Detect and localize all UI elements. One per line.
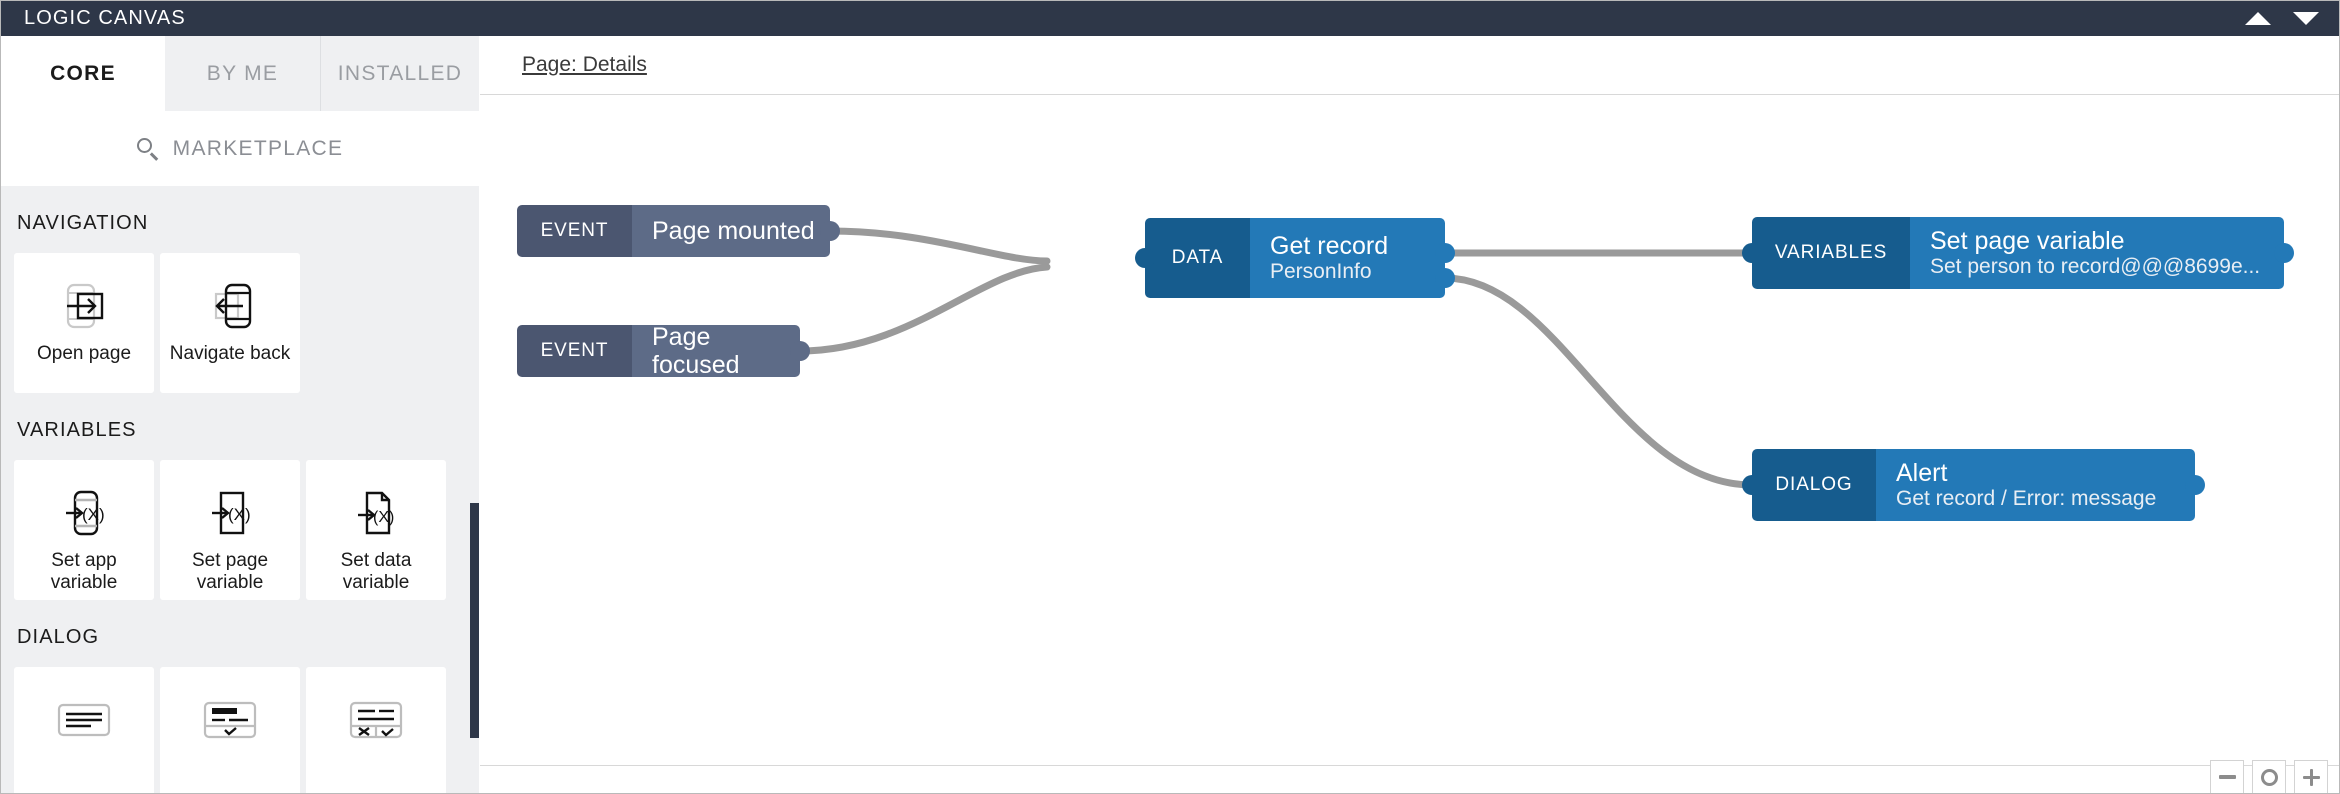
- palette-card-label: Open page: [36, 343, 132, 364]
- palette-card-set-page-variable[interactable]: (X) Set page variable: [160, 460, 300, 600]
- node-kind-badge: DATA: [1145, 218, 1250, 298]
- output-port[interactable]: [2274, 243, 2294, 263]
- title-bar: LOGIC CANVAS: [1, 1, 2339, 36]
- palette-card-set-app-variable[interactable]: (X) Set app variable: [14, 460, 154, 600]
- output-port[interactable]: [2185, 475, 2205, 495]
- triangle-up-icon[interactable]: [2245, 12, 2271, 25]
- node-body: Set page variable Set person to record@@…: [1910, 217, 2284, 289]
- minus-icon: [2218, 775, 2236, 779]
- confirm-icon: [343, 689, 409, 751]
- input-port[interactable]: [1742, 243, 1762, 263]
- palette-card-label: Set data variable: [340, 550, 412, 593]
- breadcrumb-bar: Page: Details: [480, 36, 2339, 95]
- palette-card-set-data-variable[interactable]: (X) Set data variable: [306, 460, 446, 600]
- tab-installed[interactable]: INSTALLED: [321, 36, 479, 111]
- palette-card-toast[interactable]: [14, 667, 154, 793]
- canvas-panel: Page: Details EVENT Page mounted: [480, 36, 2339, 793]
- svg-text:(X): (X): [82, 505, 105, 524]
- node-body: Page mounted: [632, 205, 830, 257]
- set-data-variable-icon: (X): [347, 482, 405, 544]
- search-icon: [136, 137, 159, 161]
- toast-icon: [51, 689, 117, 751]
- output-port-error[interactable]: [1435, 268, 1455, 288]
- node-kind-badge: EVENT: [517, 325, 632, 377]
- node-title: Set page variable: [1930, 226, 2125, 255]
- node-kind-badge: VARIABLES: [1752, 217, 1910, 289]
- tab-core[interactable]: CORE: [1, 36, 165, 111]
- palette-card-navigate-back[interactable]: Navigate back: [160, 253, 300, 393]
- node-event-page-focused[interactable]: EVENT Page focused: [517, 323, 810, 379]
- zoom-reset-button[interactable]: [2252, 760, 2286, 793]
- palette-card-alert[interactable]: [160, 667, 300, 793]
- circle-icon: [2260, 768, 2278, 786]
- svg-text:(X): (X): [228, 505, 251, 524]
- group-cards-variables: (X) Set app variable (X) Set pa: [1, 460, 479, 600]
- edge-layer: [796, 227, 1756, 489]
- palette-card-open-page[interactable]: Open page: [14, 253, 154, 393]
- marketplace-button[interactable]: MARKETPLACE: [1, 111, 479, 186]
- window-controls: [2245, 1, 2319, 36]
- output-port-success[interactable]: [1435, 243, 1455, 263]
- node-body: Get record PersonInfo: [1250, 218, 1445, 298]
- tab-by-me[interactable]: BY ME: [165, 36, 321, 111]
- palette-card-confirm[interactable]: [306, 667, 446, 793]
- input-port[interactable]: [1742, 475, 1762, 495]
- alert-icon: [197, 689, 263, 751]
- node-body: Page focused: [632, 323, 800, 379]
- group-cards-navigation: Open page Navigate back: [1, 253, 479, 393]
- node-title: Page focused: [652, 323, 740, 379]
- palette-scroll-area: NAVIGATION Open page: [1, 186, 479, 793]
- flow-canvas[interactable]: EVENT Page mounted EVENT Page focused DA…: [480, 95, 2339, 765]
- node-kind-badge: EVENT: [517, 205, 632, 257]
- triangle-down-icon[interactable]: [2293, 12, 2319, 25]
- node-title: Alert: [1896, 458, 1948, 487]
- canvas-footer: [480, 760, 2339, 793]
- group-title-dialog: DIALOG: [17, 626, 100, 648]
- node-subtitle: PersonInfo: [1270, 259, 1372, 283]
- breadcrumb[interactable]: Page: Details: [522, 53, 647, 76]
- node-data-get-record[interactable]: DATA Get record PersonInfo: [1135, 218, 1455, 298]
- open-page-icon: [55, 275, 113, 337]
- node-subtitle: Set person to record@@@8699e...: [1930, 254, 2261, 278]
- palette-card-label: Set app variable: [50, 550, 118, 593]
- marketplace-label: MARKETPLACE: [172, 136, 344, 160]
- set-app-variable-icon: (X): [55, 482, 113, 544]
- palette-card-label: Navigate back: [169, 343, 291, 364]
- zoom-controls: [2210, 760, 2328, 793]
- node-dialog-alert[interactable]: DIALOG Alert Get record / Error: message: [1742, 449, 2205, 521]
- plus-icon: [2302, 768, 2320, 786]
- node-kind-badge: DIALOG: [1752, 449, 1876, 521]
- group-title-variables: VARIABLES: [17, 419, 137, 441]
- node-event-page-mounted[interactable]: EVENT Page mounted: [517, 205, 840, 257]
- group-title-navigation: NAVIGATION: [17, 212, 149, 234]
- node-body: Alert Get record / Error: message: [1876, 449, 2195, 521]
- output-port[interactable]: [790, 341, 810, 361]
- zoom-out-button[interactable]: [2210, 760, 2244, 793]
- input-port[interactable]: [1135, 248, 1155, 268]
- group-cards-dialog: [1, 667, 479, 793]
- palette-tabs: CORE BY ME INSTALLED: [1, 36, 479, 111]
- sidebar-scrollbar[interactable]: [470, 503, 479, 738]
- palette-card-label: Set page variable: [191, 550, 269, 593]
- node-title: Page mounted: [652, 217, 815, 245]
- node-title: Get record: [1270, 231, 1389, 260]
- navigate-back-icon: [201, 275, 259, 337]
- zoom-in-button[interactable]: [2294, 760, 2328, 793]
- svg-text:(X): (X): [373, 509, 394, 526]
- output-port[interactable]: [820, 221, 840, 241]
- node-subtitle: Get record / Error: message: [1896, 486, 2157, 510]
- palette-sidebar: CORE BY ME INSTALLED MARKETPLACE NAVIGAT…: [1, 36, 479, 793]
- set-page-variable-icon: (X): [201, 482, 259, 544]
- window-title: LOGIC CANVAS: [24, 7, 186, 29]
- node-variables-set-page-variable[interactable]: VARIABLES Set page variable Set person t…: [1742, 217, 2294, 289]
